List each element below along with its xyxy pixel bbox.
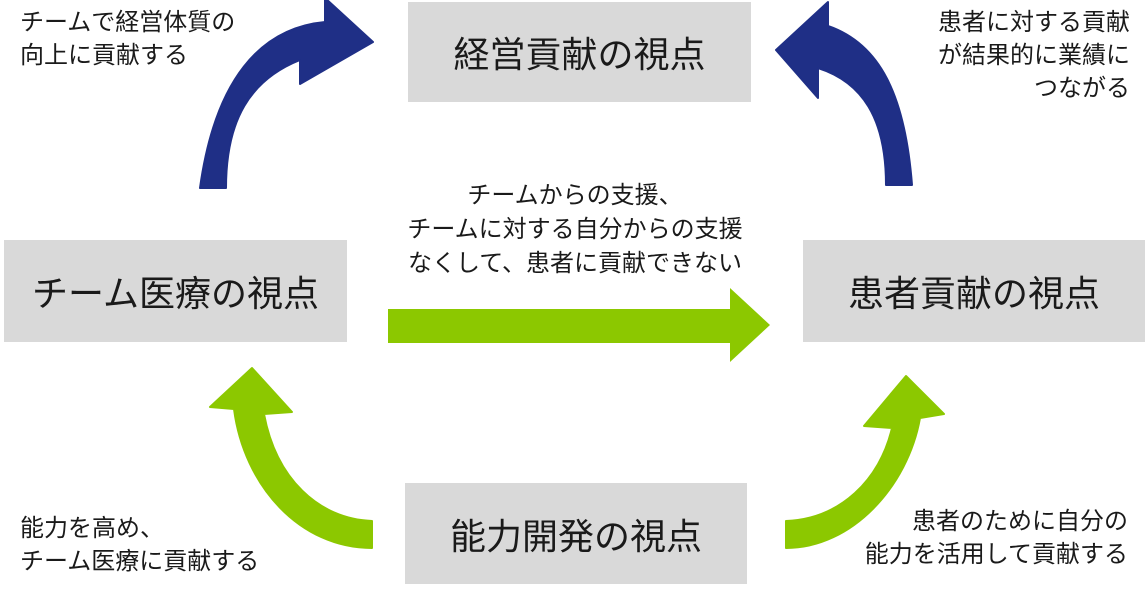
note-line: チームからの支援、 (467, 181, 683, 209)
note-top-left: チームで経営体質の 向上に貢献する (20, 6, 235, 72)
note-line: 患者に対する貢献 (938, 8, 1130, 36)
management-contribution-box: 経営貢献の視点 (408, 2, 751, 102)
note-line: つながる (1034, 74, 1130, 102)
note-line: チーム医療に貢献する (20, 547, 260, 575)
note-line: 患者のために自分の (912, 507, 1128, 535)
note-line: 能力を高め、 (20, 514, 164, 542)
note-line: チームで経営体質の (20, 8, 236, 36)
capability-development-label: 能力開発の視点 (449, 516, 702, 558)
management-contribution-label: 経営貢献の視点 (453, 35, 706, 76)
note-line: チームに対する自分からの支援 (407, 215, 743, 243)
note-line: が結果的に業績に (938, 41, 1130, 69)
note-center: チームからの支援、 チームに対する自分からの支援 なくして、患者に貢献できない (340, 178, 810, 280)
note-line: 向上に貢献する (20, 41, 188, 69)
note-bottom-right: 患者のために自分の 能力を活用して貢献する (865, 505, 1128, 571)
arrow-team-to-management (199, 0, 374, 189)
arrow-team-to-patient (388, 288, 770, 362)
team-care-label: チーム医療の視点 (32, 274, 319, 315)
patient-contribution-label: 患者貢献の視点 (847, 274, 1100, 315)
team-care-box: チーム医療の視点 (4, 240, 347, 342)
note-bottom-left: 能力を高め、 チーム医療に貢献する (20, 512, 259, 578)
capability-development-box: 能力開発の視点 (405, 483, 747, 584)
note-top-right: 患者に対する貢献 が結果的に業績に つながる (938, 6, 1130, 105)
note-line: なくして、患者に貢献できない (407, 249, 743, 277)
arrow-development-to-patient (785, 375, 945, 549)
arrow-development-to-team (209, 367, 373, 549)
arrow-patient-to-management (775, 1, 913, 186)
patient-contribution-box: 患者貢献の視点 (803, 240, 1145, 342)
note-line: 能力を活用して貢献する (864, 540, 1128, 568)
